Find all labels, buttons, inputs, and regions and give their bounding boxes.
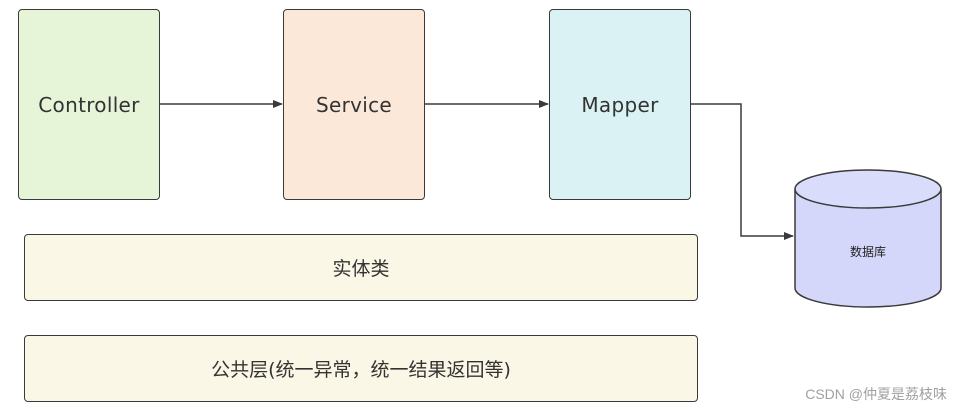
common-layer-box: 公共层(统一异常，统一结果返回等) — [24, 335, 698, 402]
database-label: 数据库 — [849, 245, 886, 259]
arrow-mapper-to-database — [691, 103, 794, 240]
common-layer-label: 公共层(统一异常，统一结果返回等) — [211, 359, 511, 381]
entity-label: 实体类 — [332, 258, 390, 280]
controller-box: Controller — [18, 9, 160, 200]
database-cylinder — [794, 169, 942, 308]
mapper-box: Mapper — [549, 9, 691, 200]
service-box: Service — [283, 9, 425, 200]
mapper-label: Mapper — [581, 92, 659, 117]
entity-box: 实体类 — [24, 234, 698, 301]
watermark: CSDN @仲夏是荔枝味 — [805, 386, 947, 402]
controller-label: Controller — [38, 92, 140, 117]
service-label: Service — [315, 92, 393, 117]
